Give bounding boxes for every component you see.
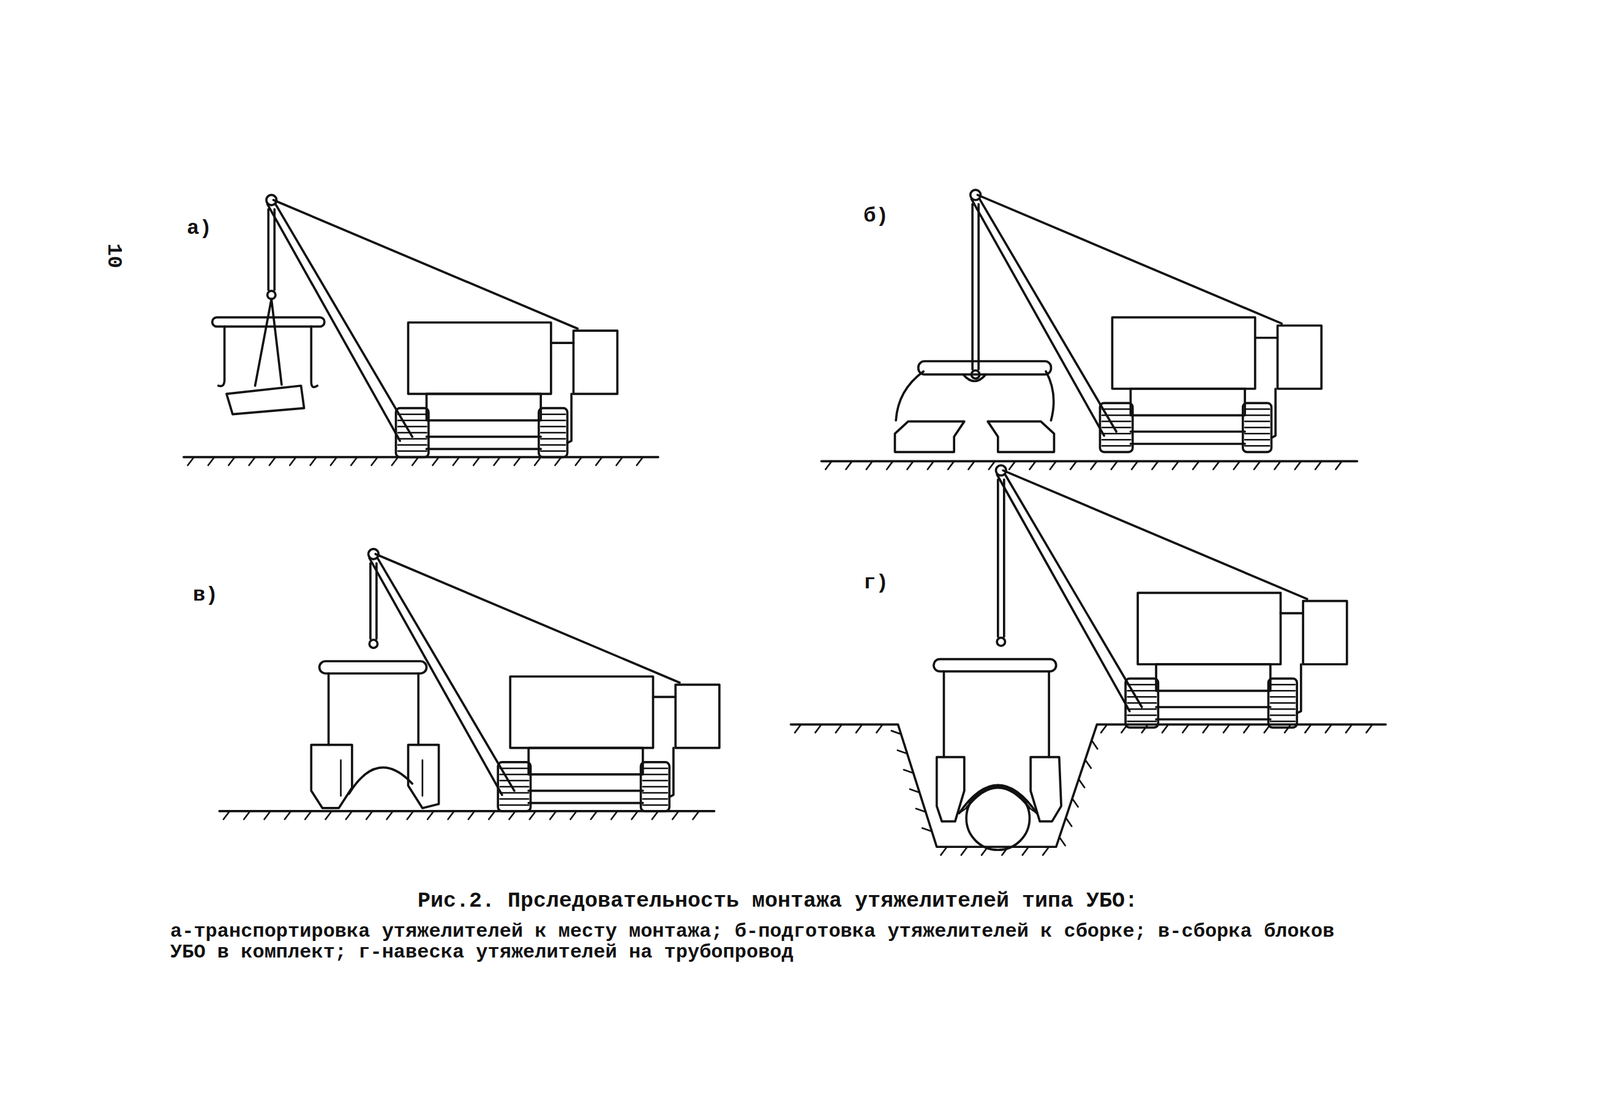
- track-treads: [1127, 684, 1295, 722]
- boom: [267, 203, 413, 441]
- traverse-beam: [933, 659, 1057, 672]
- ground-line: [219, 810, 714, 813]
- counterweight: [1277, 325, 1322, 389]
- panel-letter: б): [863, 205, 889, 228]
- counterweight: [1303, 601, 1348, 665]
- page-number: 10: [102, 243, 125, 269]
- pulley: [368, 549, 380, 560]
- pulley: [995, 465, 1007, 476]
- boom: [369, 558, 515, 796]
- ground-line: [821, 460, 1357, 463]
- ground-hatching: [187, 457, 643, 466]
- frame: [426, 393, 542, 421]
- suspension-rods: [943, 671, 1049, 758]
- connecting-belt: [349, 767, 413, 795]
- belt-band-ties: [958, 784, 1037, 814]
- boom: [996, 474, 1142, 712]
- cab: [1111, 317, 1255, 389]
- weight-block: [894, 421, 964, 452]
- counterweight-arm: [1255, 338, 1278, 438]
- counterweight-arm: [1280, 613, 1304, 714]
- chassis: [426, 436, 542, 449]
- weight-block: [408, 745, 440, 809]
- ground-hatching: [223, 811, 700, 820]
- boom: [971, 199, 1117, 436]
- weight-block: [226, 385, 305, 415]
- cable: [977, 194, 1282, 324]
- sling: [895, 371, 1054, 421]
- block-slot: [341, 760, 423, 797]
- hoist: [972, 203, 979, 370]
- gripper-hooks: [218, 326, 318, 387]
- hoist: [370, 563, 377, 639]
- hook-ring: [369, 639, 378, 648]
- chassis: [1130, 431, 1245, 444]
- chassis: [1156, 707, 1271, 720]
- track-treads: [398, 414, 566, 452]
- track-treads: [500, 768, 668, 806]
- hook-shackle: [963, 374, 986, 382]
- pulley: [970, 189, 981, 201]
- hoist: [268, 209, 275, 291]
- counterweight-arm: [653, 696, 677, 797]
- hoist: [998, 479, 1005, 637]
- hook-ring: [996, 638, 1005, 647]
- pipelayer: [970, 189, 1322, 452]
- cable: [273, 200, 579, 329]
- ground-hatching: [794, 724, 1373, 855]
- frame: [528, 748, 643, 775]
- hook-ring: [267, 290, 276, 299]
- pipelayer: [368, 549, 720, 812]
- cab: [408, 322, 552, 395]
- caption-explanation: а-транспортировка утяжелителей к месту м…: [170, 921, 1380, 963]
- panel-letter: г): [863, 572, 889, 595]
- ground-line: [791, 724, 1387, 847]
- cable: [1002, 470, 1308, 599]
- cable: [375, 554, 680, 683]
- suspension-rods: [328, 673, 419, 746]
- traverse-beam: [918, 361, 1052, 375]
- chassis: [528, 791, 643, 804]
- traverse-beam: [319, 661, 427, 674]
- counterweight-arm: [551, 342, 574, 443]
- panel-letter: а): [186, 217, 212, 241]
- frame: [1156, 664, 1271, 691]
- track-treads: [1102, 409, 1270, 446]
- sling: [255, 298, 282, 386]
- weight-block: [311, 745, 353, 809]
- weight-block: [936, 757, 965, 822]
- ground-hatching: [825, 461, 1342, 470]
- weight-block: [1030, 757, 1062, 822]
- pulley: [266, 194, 277, 206]
- cab: [510, 676, 653, 749]
- counterweight: [573, 330, 618, 394]
- belt-band: [958, 784, 1037, 814]
- weight-block: [987, 421, 1054, 452]
- frame: [1130, 388, 1245, 416]
- cab: [1137, 592, 1281, 665]
- panel-letter: в): [192, 584, 218, 607]
- pipeline: [966, 786, 1030, 850]
- figure-caption: Рис.2. Прследовательность монтажа утяжел…: [417, 889, 1138, 914]
- counterweight: [675, 684, 720, 748]
